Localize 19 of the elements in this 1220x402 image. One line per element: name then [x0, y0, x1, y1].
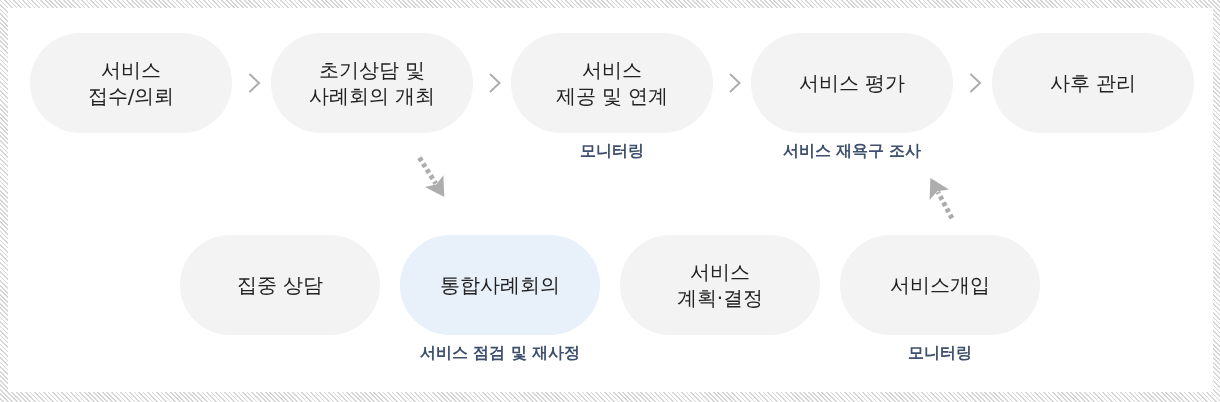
step-label: 집중 상담: [236, 272, 324, 298]
note-label: 서비스 재욕구 조사: [782, 141, 922, 161]
dashed-arrow: [417, 156, 445, 198]
step-label: 통합사례회의: [440, 272, 560, 298]
step-label: 초기상담 및 사례회의 개최: [308, 57, 436, 109]
step-label: 서비스 제공 및 연계: [555, 57, 669, 109]
chevron-arrow: [249, 73, 261, 93]
note-label: 모니터링: [580, 141, 644, 161]
dashed-arrow: [929, 177, 955, 220]
chevron-arrow: [970, 73, 982, 93]
chevron-arrow: [729, 73, 741, 93]
step-label: 사후 관리: [1049, 70, 1137, 96]
step-label: 서비스 평가: [798, 70, 906, 96]
chevron-arrow: [489, 73, 501, 93]
step-label: 서비스 계획·결정: [676, 259, 764, 311]
step-label: 서비스 접수/의뢰: [87, 57, 175, 109]
note-label: 서비스 점검 및 재사정: [419, 343, 581, 363]
note-label: 모니터링: [908, 343, 972, 363]
step-label: 서비스개입: [890, 272, 990, 298]
